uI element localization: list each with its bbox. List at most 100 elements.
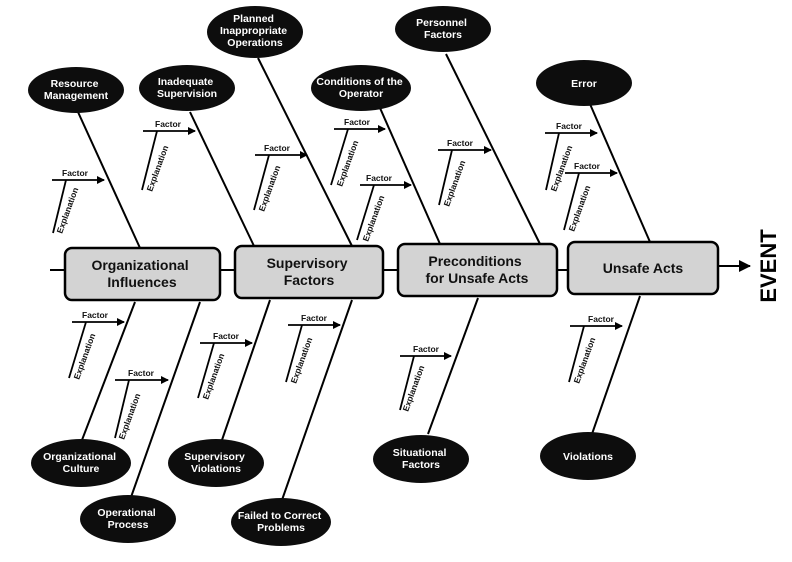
svg-text:Error: Error xyxy=(571,78,597,90)
category-label-line: Preconditions xyxy=(428,253,522,269)
explanation-line xyxy=(330,128,349,186)
cause-label-line: Supervisory xyxy=(184,451,245,463)
cause-bones xyxy=(77,53,651,501)
cause-oval-supervisory-violations: Supervisory Violations xyxy=(168,439,264,487)
factor-label: Factor xyxy=(588,314,615,324)
svg-text:Failed to Correct Proble: Failed to Correct Problems xyxy=(238,510,324,534)
explanation-line xyxy=(253,154,270,211)
cause-label-line: Culture xyxy=(63,463,100,475)
cause-label-line: Operator xyxy=(339,88,383,100)
cause-label-line: Violations xyxy=(563,451,613,463)
explanation-line xyxy=(141,130,158,191)
cause-label-line: Problems xyxy=(257,522,305,534)
cause-label-line: Inadequate xyxy=(158,76,214,88)
svg-text:Resource Management: Resource Management xyxy=(44,78,109,102)
category-label-line: Influences xyxy=(107,274,176,290)
category-label-line: Supervisory xyxy=(267,255,348,271)
cause-oval-planned-inappropriate-operations: Planned Inappropriate Operations xyxy=(207,6,303,58)
svg-text:Unsafe Acts: Unsafe Acts xyxy=(603,260,684,276)
category-box-preconditions: Preconditions for Unsafe Acts xyxy=(396,242,559,298)
explanation-line xyxy=(563,172,580,231)
cause-label-line: Planned xyxy=(233,13,274,25)
cause-oval-operational-process: Operational Process xyxy=(80,495,176,543)
cause-oval-conditions-of-the-operator: Conditions of the Operator xyxy=(311,65,411,111)
cause-label-line: Supervision xyxy=(157,88,217,100)
cause-label-line: Management xyxy=(44,90,109,102)
cause-label-line: Situational xyxy=(393,447,447,459)
svg-text:Organizational Influence: Organizational Influences xyxy=(91,257,192,290)
explanation-label: Explanation xyxy=(400,364,426,413)
cause-oval-situational-factors: Situational Factors xyxy=(373,435,469,483)
cause-label-line: Personnel xyxy=(416,17,467,29)
svg-text:Personnel Factors: Personnel Factors xyxy=(416,17,470,41)
category-box-supervisory-factors: Supervisory Factors xyxy=(233,244,385,300)
factor-label: Factor xyxy=(155,119,182,129)
svg-text:Conditions of the Operat: Conditions of the Operator xyxy=(316,76,405,100)
cause-label-line: Process xyxy=(108,519,149,531)
cause-label-line: Error xyxy=(571,78,597,90)
factor-label: Factor xyxy=(447,138,474,148)
svg-text:Preconditions for Unsafe: Preconditions for Unsafe Acts xyxy=(426,253,529,286)
explanation-line xyxy=(356,184,375,241)
cause-oval-failed-to-correct-problems: Failed to Correct Problems xyxy=(231,498,331,546)
explanation-line xyxy=(52,179,67,234)
factor-label: Factor xyxy=(344,117,371,127)
category-label-line: Unsafe Acts xyxy=(603,260,684,276)
cause-label-line: Failed to Correct xyxy=(238,510,322,522)
factor-label: Factor xyxy=(301,313,328,323)
explanation-label: Explanation xyxy=(548,144,574,193)
explanation-line xyxy=(568,325,585,383)
cause-oval-violations: Violations xyxy=(540,432,636,480)
svg-text:Planned Inappropriate: Planned Inappropriate Operations xyxy=(220,13,290,49)
cause-oval-error: Error xyxy=(536,60,632,106)
factor-label: Factor xyxy=(556,121,583,131)
svg-text:Inadequate Supervision: Inadequate Supervision xyxy=(157,76,217,100)
explanation-label: Explanation xyxy=(441,159,467,208)
cause-oval-inadequate-supervision: Inadequate Supervision xyxy=(139,65,235,111)
cause-oval-personnel-factors: Personnel Factors xyxy=(395,6,491,52)
svg-text:Organizational Culture: Organizational Culture xyxy=(43,451,119,475)
factor-label: Factor xyxy=(574,161,601,171)
svg-text:Supervisory Violations: Supervisory Violations xyxy=(184,451,248,475)
cause-label-line: Operational xyxy=(97,507,155,519)
factor-label: Factor xyxy=(82,310,109,320)
cause-label-line: Inappropriate xyxy=(220,25,287,37)
factor-label: Factor xyxy=(366,173,393,183)
factor-label: Factor xyxy=(213,331,240,341)
explanation-line xyxy=(197,342,215,399)
event-label: EVENT xyxy=(756,229,781,303)
cause-label-line: Operations xyxy=(227,37,283,49)
cause-label-line: Violations xyxy=(191,463,241,475)
svg-text:Operational Process: Operational Process xyxy=(97,507,158,531)
svg-text:Supervisory Factors: Supervisory Factors xyxy=(267,255,352,288)
explanation-line xyxy=(68,321,87,379)
cause-oval-resource-management: Resource Management xyxy=(28,67,124,113)
factor-label: Factor xyxy=(264,143,291,153)
category-box-unsafe-acts: Unsafe Acts xyxy=(566,240,720,296)
cause-label-line: Resource xyxy=(51,78,99,90)
spine xyxy=(50,260,751,272)
factor-label: Factor xyxy=(413,344,440,354)
category-label-line: for Unsafe Acts xyxy=(426,270,529,286)
cause-label-line: Factors xyxy=(424,29,462,41)
cause-oval-organizational-culture: Organizational Culture xyxy=(31,439,131,487)
cause-label-line: Factors xyxy=(402,459,440,471)
factor-label: Factor xyxy=(128,368,155,378)
category-label-line: Factors xyxy=(284,272,335,288)
category-box-organizational-influences: Organizational Influences xyxy=(63,246,222,302)
explanation-line xyxy=(114,379,130,439)
